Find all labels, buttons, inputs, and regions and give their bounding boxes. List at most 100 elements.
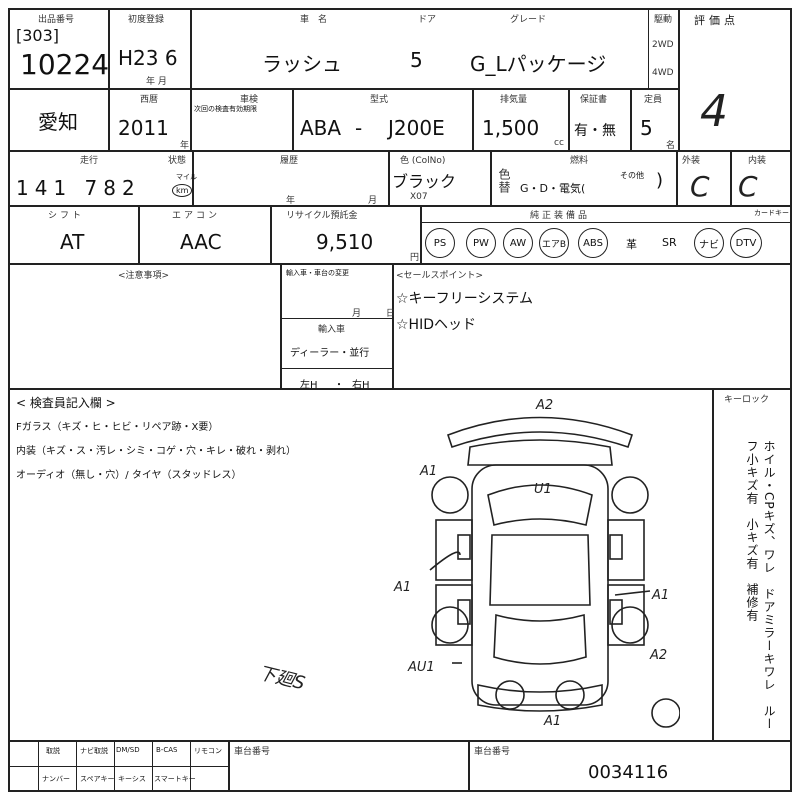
vline [678,8,680,150]
import-label: 輸入車 [318,325,346,335]
warn-label: 輸入車・車台の変更 [286,269,349,277]
border-top [8,8,792,10]
notes-month: 月 [352,309,362,319]
exterior: C [690,170,710,203]
displacement-unit: cc [554,138,564,148]
grade: G_Lパッケージ [470,52,607,76]
capacity-label: 定員 [644,95,663,105]
score-label: 評価点 [694,14,739,27]
caution-label: <注意事項> [118,271,170,281]
row-divider-1 [8,88,678,90]
mile-label: マイル [176,173,197,181]
vline [108,8,110,88]
vline [712,388,714,740]
fuel: G・D・電気( [520,182,586,195]
vline [190,8,192,88]
lot-number: 10224 [20,48,110,81]
vline [152,740,153,792]
model-code: J200E [388,116,445,140]
exterior-label: 外装 [682,156,701,166]
year: 2011 [118,116,169,140]
vehicle-label: 車台番号 [474,747,511,757]
vline [648,8,649,88]
vline [468,740,470,792]
equip-aw: AW [503,228,533,258]
row-divider-5 [8,388,792,390]
color: ブラック [392,172,457,191]
hline [282,368,392,369]
first-reg: H23 6 [118,46,178,70]
sales-label: <セールスポイント> [396,271,484,281]
right-h: 右H [352,380,370,391]
equip-sunroof: SR [662,236,677,249]
dealer: ディーラー・並行 [290,348,370,359]
border-left [8,8,10,792]
first-reg-label: 初度登録 [128,15,165,25]
drive-4wd: 4WD [652,68,674,78]
footer-col2-2: スペアキー [80,775,115,783]
damage-mark: AU1 [408,660,435,675]
key-lock-label: キーロック [724,395,770,405]
vline [420,205,422,263]
damage-mark: A1 [652,588,670,603]
warranty-label: 保証書 [580,95,608,105]
damage-mark: A2 [536,398,554,413]
hline [282,318,392,319]
mileage: 141 782 [16,176,141,200]
damage-mark: A1 [544,714,562,729]
recycle-unit: 円 [410,253,420,263]
inspector-title: < 検査員記入欄 > [16,396,116,410]
equip-pw: PW [466,228,496,258]
capacity: 5 [640,116,653,140]
year-unit: 年 [180,141,190,151]
history-label: 履歴 [280,156,299,166]
vline [568,88,570,150]
car-name: ラッシュ [262,52,342,76]
vline [192,150,194,205]
inspection-label: 車検 [240,95,259,105]
h-dot: ・ [334,380,344,391]
footer-col-4: B-CAS [156,746,178,754]
mileage-unit: km [172,184,193,197]
model-label: 型式 [370,95,389,105]
fuel-other: その他 [620,171,644,180]
row-divider-4 [8,263,792,265]
damage-mark: U1 [534,482,552,497]
vline [280,265,282,388]
fuel-close: ) [656,170,664,191]
equipment-label: 純正装備品 [530,211,591,221]
drive-2wd: 2WD [652,40,674,50]
chassis-number: 0034116 [588,762,669,783]
sales-point-2: ☆HIDヘッド [396,317,476,333]
ac: AAC [180,230,222,254]
hline [420,222,790,223]
vline [228,740,230,792]
border-bottom [8,790,792,792]
vline [114,740,115,792]
vline [630,88,632,150]
inspector-line-2: 内装（キズ・ス・汚レ・シミ・コゲ・穴・キレ・破れ・剥れ） [16,446,296,457]
car-diagram [429,416,680,728]
equip-ps: PS [425,228,455,258]
row-divider-6 [8,740,792,742]
notes-day: 日 [386,309,396,319]
vline [392,265,394,388]
vline [730,150,732,205]
model-prefix: ABA [300,116,342,140]
recycle-label: リサイクル預託金 [286,211,358,221]
region: 愛知 [38,110,78,134]
recycle: 9,510 [316,230,374,254]
displacement-label: 排気量 [500,95,528,105]
car-name-label: 車 名 [300,15,328,25]
drive-label: 駆動 [654,15,673,25]
left-h: 左H [300,380,318,391]
footer-col2-1: ナンバー [42,775,70,783]
vline [388,150,390,205]
lot-label: 出品番号 [38,15,75,25]
keyless-label: カードキー [754,209,789,217]
year-label: 西暦 [140,95,159,105]
interior-label: 内装 [748,156,767,166]
repaint-label: 色替 [497,168,511,194]
doors: 5 [410,48,423,72]
mileage-label: 走行 [80,156,99,166]
